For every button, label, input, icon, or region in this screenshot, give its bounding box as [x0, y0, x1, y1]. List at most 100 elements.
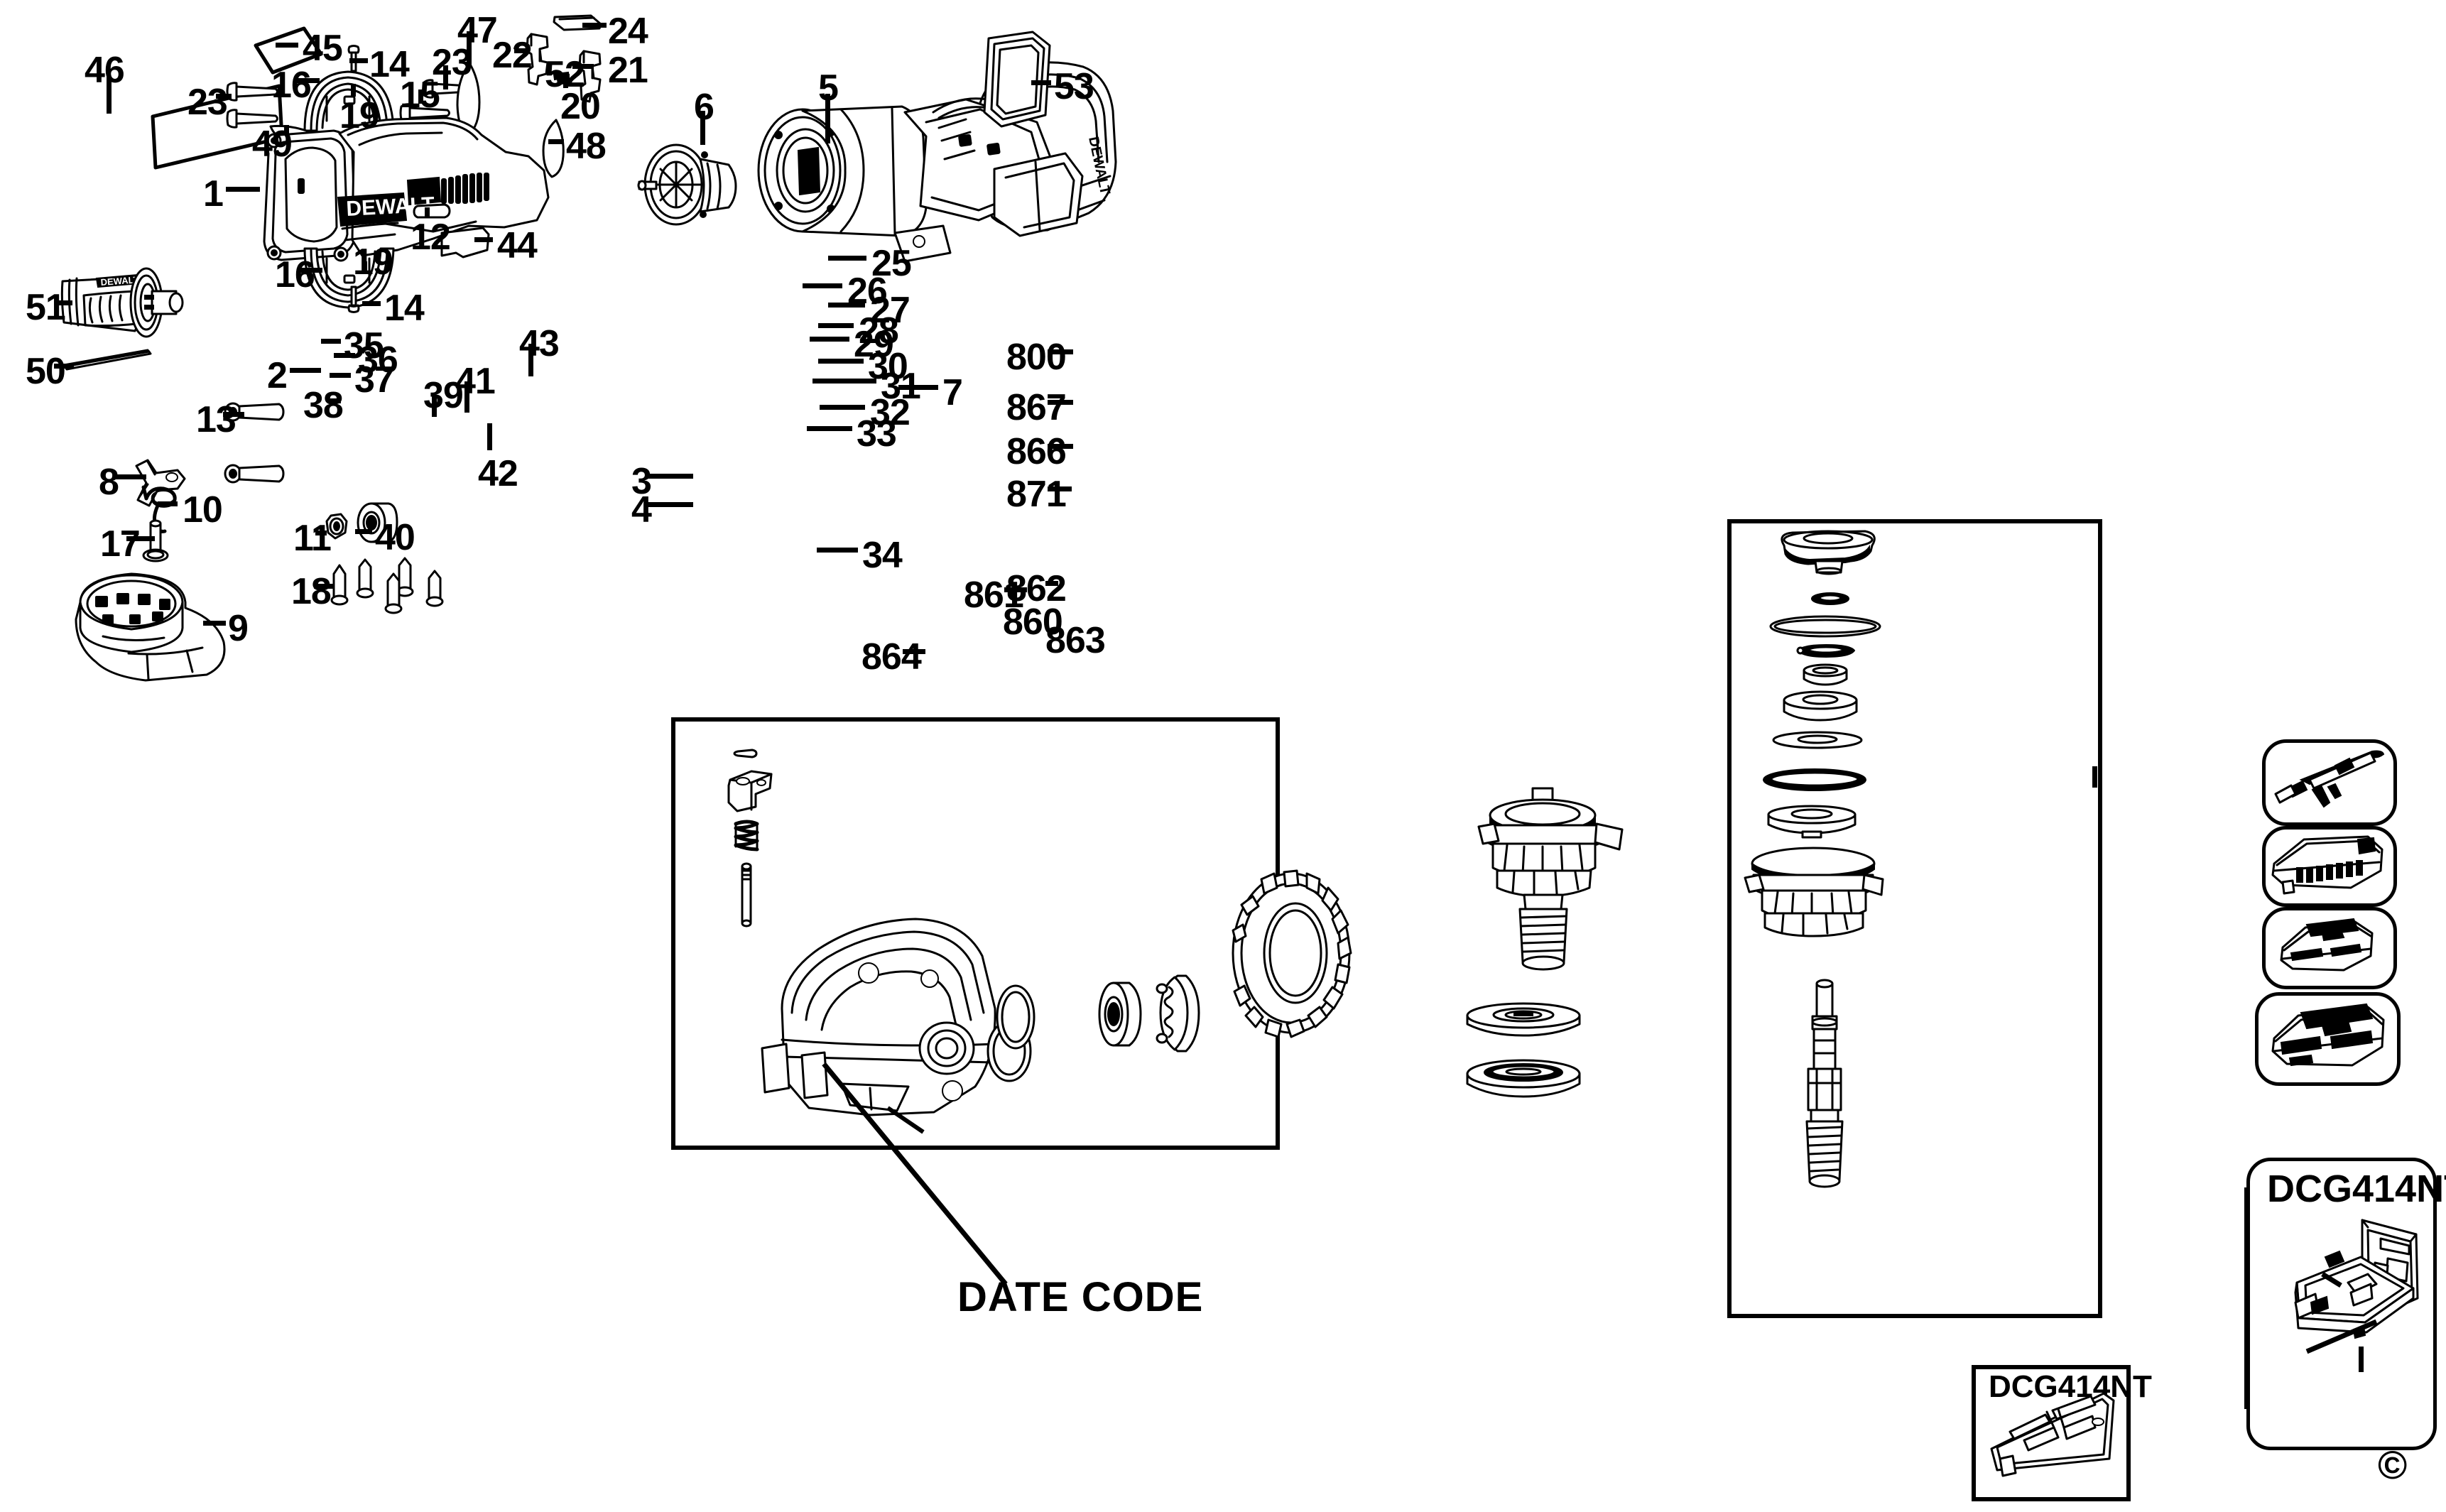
part-33-bearing-cap	[1766, 805, 1858, 839]
callout-25: 25	[871, 243, 912, 284]
part-31-washer	[1771, 731, 1864, 751]
callout-11: 11	[293, 518, 332, 559]
leader-31	[812, 379, 876, 384]
callout-39: 39	[423, 375, 464, 416]
part-24-lever	[553, 13, 604, 31]
leader-38	[328, 398, 341, 403]
leader-40	[355, 529, 372, 534]
leader-53	[1031, 80, 1051, 85]
leader-860	[2305, 1319, 2378, 1354]
leader-11	[315, 531, 327, 535]
part-13-screw-lower	[224, 463, 286, 486]
leader-37	[330, 373, 351, 378]
part-spindle-assembly-left	[1463, 787, 1626, 980]
leader-862	[1045, 581, 1058, 586]
leader-32	[820, 405, 865, 410]
leader-10	[158, 501, 178, 506]
callout-37: 37	[354, 359, 395, 401]
leader-17	[126, 536, 155, 541]
callout-861: 861	[964, 575, 1024, 616]
part-18-screws	[328, 557, 456, 629]
callout-8: 8	[99, 462, 119, 503]
leader-6	[700, 111, 705, 145]
part-51-side-handle: DEWALT	[57, 263, 199, 341]
kitbox-small-label: DCG414NT	[1989, 1369, 2152, 1404]
leader-19a	[351, 84, 356, 97]
callout-44: 44	[497, 225, 538, 266]
callout-863: 863	[1045, 620, 1106, 661]
leader-48	[548, 139, 564, 144]
charger-cable-icon	[2274, 750, 2385, 808]
leader-4	[648, 502, 693, 507]
leader-39	[432, 396, 437, 417]
leader-5	[825, 94, 830, 143]
callout-5: 5	[818, 67, 839, 109]
part-48-label	[538, 118, 567, 179]
leader-861	[1004, 587, 1027, 592]
callout-23b: 23	[432, 42, 472, 83]
part-28-clip	[1793, 643, 1857, 659]
callout-42: 42	[478, 453, 518, 494]
callout-14b: 14	[384, 288, 425, 329]
callout-9: 9	[228, 608, 249, 649]
part-41-bearing	[1092, 979, 1149, 1050]
leader-866	[1048, 444, 1073, 449]
leader-1	[226, 187, 260, 192]
leader-3	[648, 474, 693, 479]
callout-31: 31	[881, 366, 921, 407]
leader-22	[514, 48, 526, 53]
part-1-main-housing: DEWALT	[256, 114, 561, 291]
leader-2	[290, 368, 321, 373]
leader-44	[474, 237, 493, 242]
leader-29	[810, 337, 849, 342]
part-20-pin	[551, 70, 567, 83]
leader-9	[203, 621, 226, 626]
callout-17: 17	[100, 523, 141, 565]
part-15-screw-lower	[399, 102, 455, 125]
svg-text:DEWALT: DEWALT	[100, 274, 139, 288]
callout-51: 51	[26, 287, 66, 328]
callout-28: 28	[859, 310, 899, 352]
part-9-wheel-guard	[60, 568, 231, 682]
leader-16b	[298, 268, 322, 273]
part-2-gear-case	[756, 909, 1040, 1122]
callout-34: 34	[862, 535, 903, 576]
leader-871	[1048, 486, 1072, 491]
leader-7-tick	[2092, 766, 2097, 788]
callout-33: 33	[857, 413, 897, 455]
part-30-bearing	[1781, 690, 1859, 723]
leader-16a	[295, 78, 320, 83]
callout-12: 12	[411, 217, 451, 258]
leader-27	[828, 303, 865, 308]
callout-27: 27	[870, 290, 911, 331]
callout-47: 47	[457, 10, 498, 51]
accessory-box-871	[2255, 992, 2401, 1086]
callout-23a: 23	[187, 82, 228, 123]
part-42-clutch-plate	[1151, 973, 1212, 1054]
part-864-insert	[1984, 1391, 2118, 1483]
callout-35: 35	[344, 325, 384, 366]
part-23-screw-lower	[226, 107, 283, 131]
kitbox-large-label: DCG414NT	[2267, 1168, 2446, 1210]
callout-46: 46	[85, 50, 125, 91]
leader-46	[107, 77, 112, 114]
callout-21: 21	[608, 50, 648, 91]
leader-42	[487, 423, 492, 450]
part-17-plunger	[139, 519, 175, 564]
callout-22: 22	[492, 35, 533, 76]
leader-49	[284, 125, 289, 135]
callout-871: 871	[1006, 474, 1067, 515]
callout-29: 29	[854, 324, 894, 365]
callout-52: 52	[545, 54, 585, 95]
part-12-pin	[413, 203, 452, 219]
callout-30: 30	[868, 346, 908, 387]
part-32-seal	[1761, 768, 1868, 792]
part-53-terminal-plate	[979, 30, 1054, 131]
leader-867	[1048, 400, 1073, 405]
leader-21	[572, 64, 594, 69]
battery-large-icon	[2271, 1003, 2385, 1067]
part-39-seal-ring	[993, 983, 1038, 1051]
callout-14a: 14	[369, 44, 410, 85]
part-45-label	[253, 26, 324, 75]
